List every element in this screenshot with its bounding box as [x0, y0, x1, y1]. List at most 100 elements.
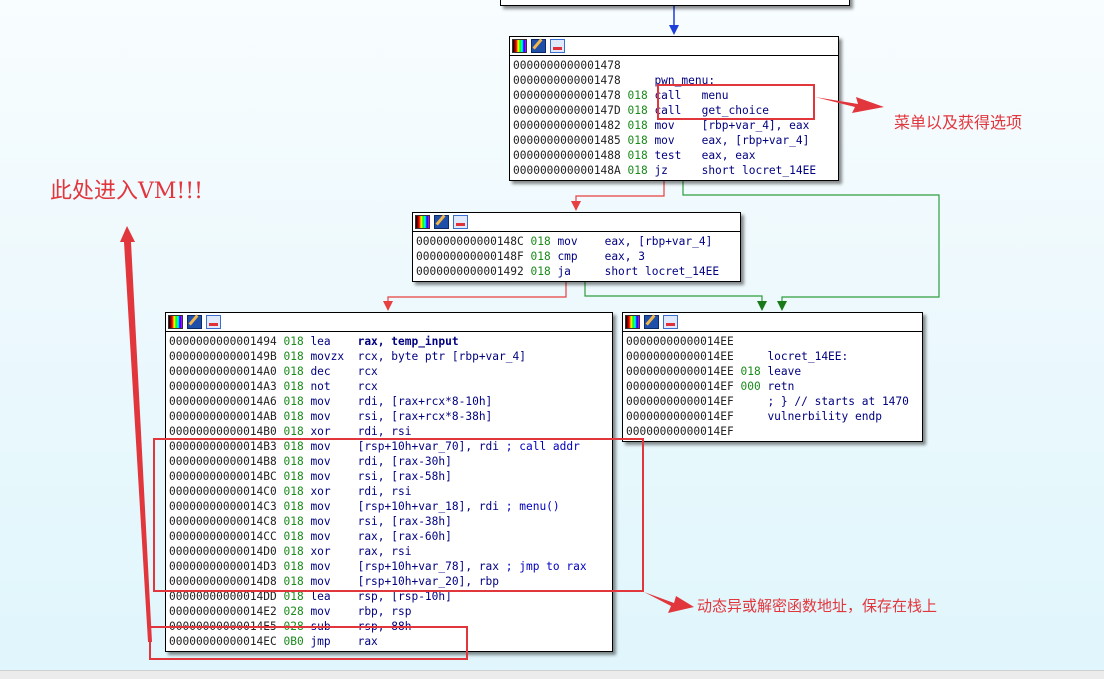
address: 00000000000014EC — [169, 635, 277, 648]
address: 00000000000014BC — [169, 470, 277, 483]
edit-node-icon[interactable] — [531, 39, 546, 53]
stack-pointer: 018 — [740, 365, 761, 378]
color-picker-icon[interactable] — [168, 315, 183, 329]
stack-pointer: 018 — [530, 235, 551, 248]
stack-pointer: 018 — [283, 380, 304, 393]
graph-view-icon[interactable] — [206, 315, 221, 329]
address: 00000000000014D0 — [169, 545, 277, 558]
stack-pointer: 018 — [283, 440, 304, 453]
graph-view-icon[interactable] — [663, 315, 678, 329]
address: 00000000000014A6 — [169, 395, 277, 408]
graph-node-previous[interactable] — [500, 0, 850, 6]
stack-pointer: 018 — [627, 89, 648, 102]
stack-pointer: 018 — [283, 395, 304, 408]
highlight-jmp-rax — [149, 626, 468, 660]
mnemonic: lea — [310, 335, 331, 348]
color-picker-icon[interactable] — [625, 315, 640, 329]
instruction-row[interactable]: 00000000000014EF — [626, 424, 919, 439]
address: 0000000000001478 — [513, 59, 621, 72]
edit-node-icon[interactable] — [644, 315, 659, 329]
address: 00000000000014A3 — [169, 380, 277, 393]
color-picker-icon[interactable] — [415, 215, 430, 229]
address: 00000000000014EF — [626, 395, 734, 408]
color-picker-icon[interactable] — [512, 39, 527, 53]
operands: rsi, [rax-58h] — [357, 470, 452, 483]
stack-pointer: 018 — [283, 350, 304, 363]
operands: get_choice — [701, 104, 769, 117]
mnemonic: mov — [310, 530, 331, 543]
mnemonic: lea — [310, 590, 331, 603]
operands: rdi, rsi — [357, 425, 412, 438]
operands: rax, temp_input — [357, 335, 459, 348]
arrow-to-vm-note — [120, 226, 152, 642]
address: 00000000000014B8 — [169, 455, 277, 468]
stack-pointer: 018 — [283, 470, 304, 483]
mnemonic: mov — [654, 119, 675, 132]
stack-pointer: 018 — [283, 500, 304, 513]
mnemonic: mov — [310, 515, 331, 528]
stack-pointer: 018 — [627, 134, 648, 147]
address: 000000000000149B — [169, 350, 277, 363]
instruction-row[interactable]: 00000000000014EE — [626, 334, 919, 349]
arrow-to-menu-note — [815, 97, 884, 113]
address: 0000000000001488 — [513, 149, 621, 162]
graph-view-icon[interactable] — [550, 39, 565, 53]
instruction-row[interactable]: 00000000000014EF; } // starts at 1470 — [626, 394, 919, 409]
instruction-row[interactable]: 0000000000001478 — [513, 58, 835, 73]
annotation-vm-note: 此处进入VM!!! — [50, 179, 203, 204]
mnemonic: test — [654, 149, 682, 162]
graph-view-icon[interactable] — [453, 215, 468, 229]
stack-pointer: 018 — [283, 515, 304, 528]
address: 0000000000001482 — [513, 119, 621, 132]
mnemonic: mov — [310, 440, 331, 453]
edit-node-icon[interactable] — [187, 315, 202, 329]
mnemonic: movzx — [310, 350, 345, 363]
edit-node-icon[interactable] — [434, 215, 449, 229]
address: 00000000000014EF — [626, 410, 734, 423]
stack-pointer: 018 — [530, 250, 551, 263]
mnemonic: dec — [310, 365, 331, 378]
address: 00000000000014CC — [169, 530, 277, 543]
